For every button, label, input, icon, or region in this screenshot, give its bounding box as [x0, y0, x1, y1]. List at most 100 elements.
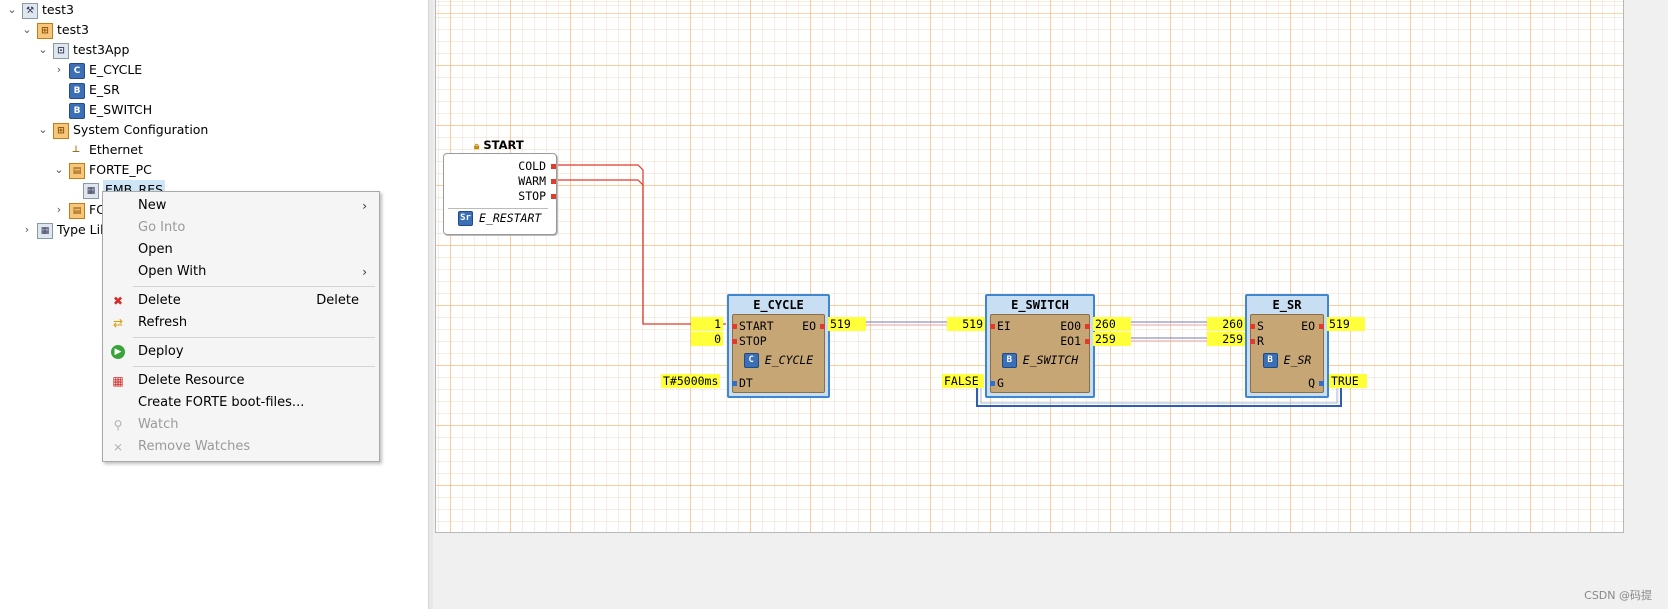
event-pin-stop[interactable] — [732, 339, 737, 344]
event-pin-ei[interactable] — [990, 324, 995, 329]
event-connection-warm-start[interactable] — [550, 179, 644, 324]
data-pin-q[interactable] — [1319, 381, 1324, 386]
menu-item-open-with[interactable]: Open With › — [103, 261, 379, 283]
menu-item-label: Delete — [138, 293, 181, 308]
start-instance-name: START — [483, 138, 524, 152]
basic-fb-icon: B — [69, 103, 85, 119]
event-pin-eo[interactable] — [820, 324, 825, 329]
menu-item-delete-resource[interactable]: ▦ Delete Resource — [103, 370, 379, 392]
service-fb-icon: Sr — [458, 211, 473, 226]
refresh-icon: ⇄ — [112, 316, 124, 330]
e-sr-instance-name: E_SR — [1272, 298, 1302, 312]
tree-item-label: test3 — [57, 22, 89, 37]
delete-resource-icon: ▦ — [112, 374, 124, 388]
menu-item-label: Remove Watches — [138, 439, 251, 454]
start-block-label: 🔒︎ START — [474, 138, 524, 152]
menu-item-remove-watches[interactable]: ⨯ Remove Watches — [103, 436, 379, 458]
event-pin-eo0[interactable] — [1085, 324, 1090, 329]
port-eo: EO — [1301, 319, 1315, 333]
device-icon: ▤ — [69, 203, 85, 219]
event-pin-eo1[interactable] — [1085, 339, 1090, 344]
menu-item-go-into[interactable]: Go Into — [103, 217, 379, 239]
port-stop: STOP — [739, 334, 767, 348]
watch-value-eo[interactable]: 519 — [1327, 317, 1365, 331]
watch-value-eo1[interactable]: 259 — [1093, 332, 1131, 346]
menu-item-open[interactable]: Open — [103, 239, 379, 261]
chevron-down-icon[interactable]: ⌄ — [38, 43, 48, 56]
context-menu: New › Go Into Open Open With › ✖ Delete … — [102, 191, 380, 462]
resource-icon: ▦ — [83, 183, 99, 199]
watch-value-eo[interactable]: 519 — [828, 317, 866, 331]
menu-item-watch[interactable]: ⚲ Watch — [103, 414, 379, 436]
chevron-right-icon[interactable]: › — [56, 203, 62, 216]
watch-value-start[interactable]: 1 — [691, 317, 723, 331]
watermark: CSDN @码提 — [1584, 589, 1652, 602]
menu-item-label: Open With — [138, 264, 207, 279]
watch-value-g[interactable]: FALSE — [942, 374, 984, 388]
event-pin-cold[interactable] — [551, 164, 556, 169]
watch-value-ei[interactable]: 519 — [947, 317, 985, 331]
chevron-down-icon[interactable]: ⌄ — [7, 3, 17, 16]
watch-value-stop[interactable]: 0 — [691, 332, 723, 346]
menu-item-create-forte-boot-files[interactable]: Create FORTE boot-files... — [103, 392, 379, 414]
menu-separator — [133, 366, 375, 367]
menu-item-label: New — [138, 198, 167, 213]
data-pin-g[interactable] — [990, 381, 995, 386]
basic-fb-icon: B — [69, 83, 85, 99]
event-pin-s[interactable] — [1250, 324, 1255, 329]
chevron-right-icon[interactable]: › — [56, 63, 62, 76]
watch-value-eo0[interactable]: 260 — [1093, 317, 1131, 331]
chevron-down-icon[interactable]: ⌄ — [22, 23, 32, 36]
data-pin-dt[interactable] — [732, 381, 737, 386]
tree-item-label: test3App — [73, 42, 130, 57]
watch-value-s[interactable]: 260 — [1207, 317, 1245, 331]
tree-item-label: E_SR — [89, 82, 120, 97]
menu-item-label: Open — [138, 242, 173, 257]
watch-value-dt[interactable]: T#5000ms — [661, 374, 721, 388]
project-icon: ⚒ — [22, 3, 38, 19]
e-sr-type-label: B E_SR — [1251, 353, 1323, 368]
watch-value-q[interactable]: TRUE — [1329, 374, 1367, 388]
watch-value-r[interactable]: 259 — [1207, 332, 1245, 346]
basic-fb-icon: B — [1262, 353, 1278, 368]
menu-item-label: Refresh — [138, 315, 188, 330]
port-ei: EI — [997, 319, 1011, 333]
menu-item-label: Go Into — [138, 220, 186, 235]
lock-icon: 🔒︎ — [474, 141, 480, 152]
event-pin-warm[interactable] — [551, 179, 556, 184]
menu-item-deploy[interactable]: ▶ Deploy — [103, 341, 379, 363]
port-start: START — [739, 319, 774, 333]
port-r: R — [1257, 334, 1264, 348]
chevron-right-icon[interactable]: › — [24, 223, 30, 236]
event-pin-start[interactable] — [732, 324, 737, 329]
e-switch-instance-name: E_SWITCH — [1011, 298, 1069, 312]
menu-item-new[interactable]: New › — [103, 195, 379, 217]
e-sr-type-name: E_SR — [1283, 353, 1312, 367]
remove-watches-icon: ⨯ — [112, 440, 124, 454]
port-g: G — [997, 376, 1004, 390]
deploy-icon: ▶ — [111, 345, 125, 359]
event-connection-cold-start[interactable] — [550, 164, 726, 325]
port-eo: EO — [802, 319, 816, 333]
e-cycle-type-name: E_CYCLE — [764, 353, 814, 367]
chevron-down-icon[interactable]: ⌄ — [38, 123, 48, 136]
chevron-down-icon[interactable]: ⌄ — [54, 163, 64, 176]
tree-item-label: System Configuration — [73, 122, 209, 137]
view-sash[interactable] — [429, 0, 433, 609]
composite-fb-icon: C — [69, 63, 85, 79]
menu-item-delete[interactable]: ✖ Delete Delete — [103, 290, 379, 312]
event-pin-stop[interactable] — [551, 194, 556, 199]
event-pin-eo[interactable] — [1319, 324, 1324, 329]
event-pin-r[interactable] — [1250, 339, 1255, 344]
menu-item-refresh[interactable]: ⇄ Refresh — [103, 312, 379, 334]
